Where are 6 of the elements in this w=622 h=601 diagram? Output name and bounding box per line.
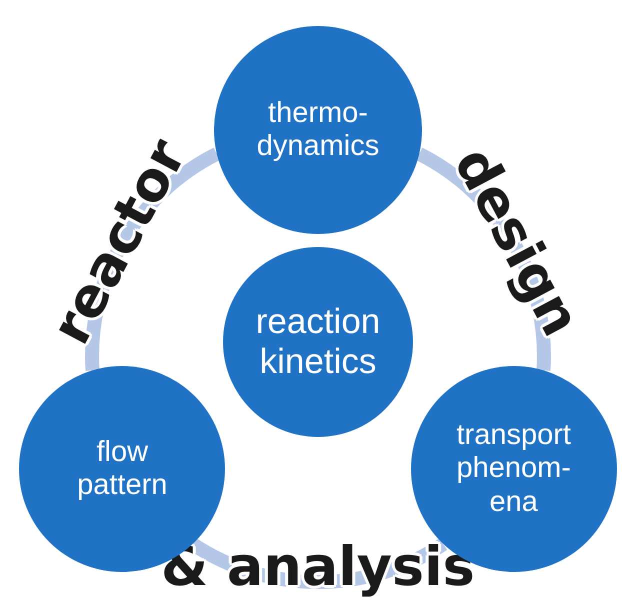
ring-arc	[416, 148, 551, 370]
circle-label: thermo- dynamics	[256, 96, 380, 164]
circle-label: flow pattern	[76, 436, 168, 502]
ring-arc	[85, 148, 220, 370]
circle-label: reaction kinetics	[254, 302, 382, 382]
circle-label: transport phenom- ena	[455, 418, 572, 520]
